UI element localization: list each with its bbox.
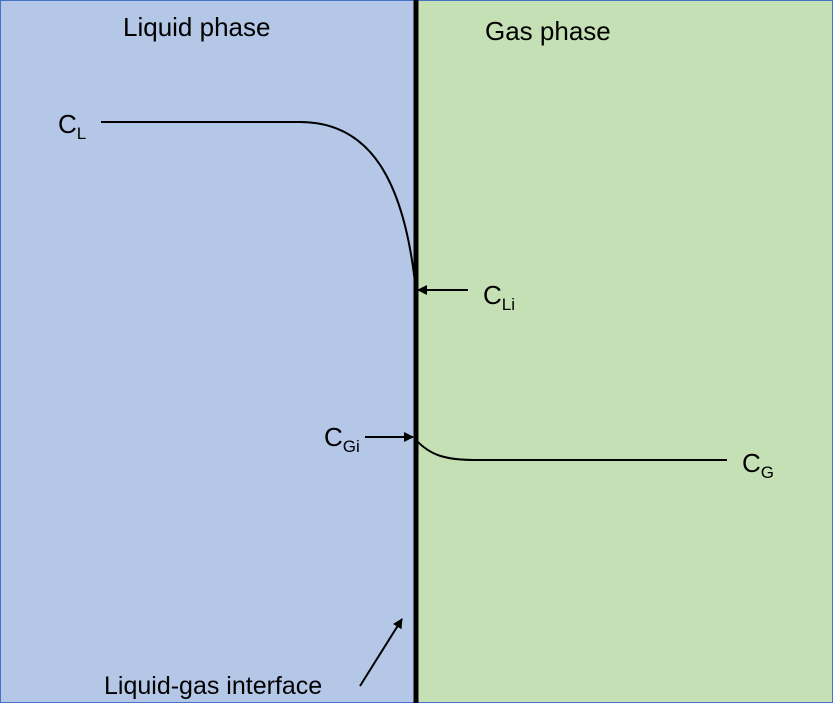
- interface-gas-main: C: [324, 422, 343, 452]
- liquid-phase-region: [0, 0, 417, 703]
- bulk-gas-subscript: G: [761, 463, 774, 482]
- gas-concentration-profile: [415, 439, 727, 461]
- bulk-gas-concentration-label: CG: [742, 448, 774, 482]
- interface-gas-concentration-label: CGi: [324, 422, 360, 456]
- liquid-concentration-profile: [101, 121, 417, 293]
- bulk-liquid-main: C: [58, 109, 77, 139]
- bulk-liquid-subscript: L: [77, 124, 86, 143]
- interface-liquid-subscript: Li: [502, 295, 515, 314]
- liquid-phase-label: Liquid phase: [123, 12, 270, 42]
- gas-phase-region: [416, 0, 832, 703]
- bulk-gas-main: C: [742, 448, 761, 478]
- interface-liquid-main: C: [483, 280, 502, 310]
- interface-label: Liquid-gas interface: [104, 672, 322, 700]
- interface-gas-subscript: Gi: [343, 437, 360, 456]
- interface-liquid-concentration-label: CLi: [483, 280, 515, 314]
- interface-pointer-arrow: [359, 618, 403, 687]
- bulk-liquid-concentration-label: CL: [58, 109, 86, 143]
- gas-phase-label: Gas phase: [485, 16, 611, 46]
